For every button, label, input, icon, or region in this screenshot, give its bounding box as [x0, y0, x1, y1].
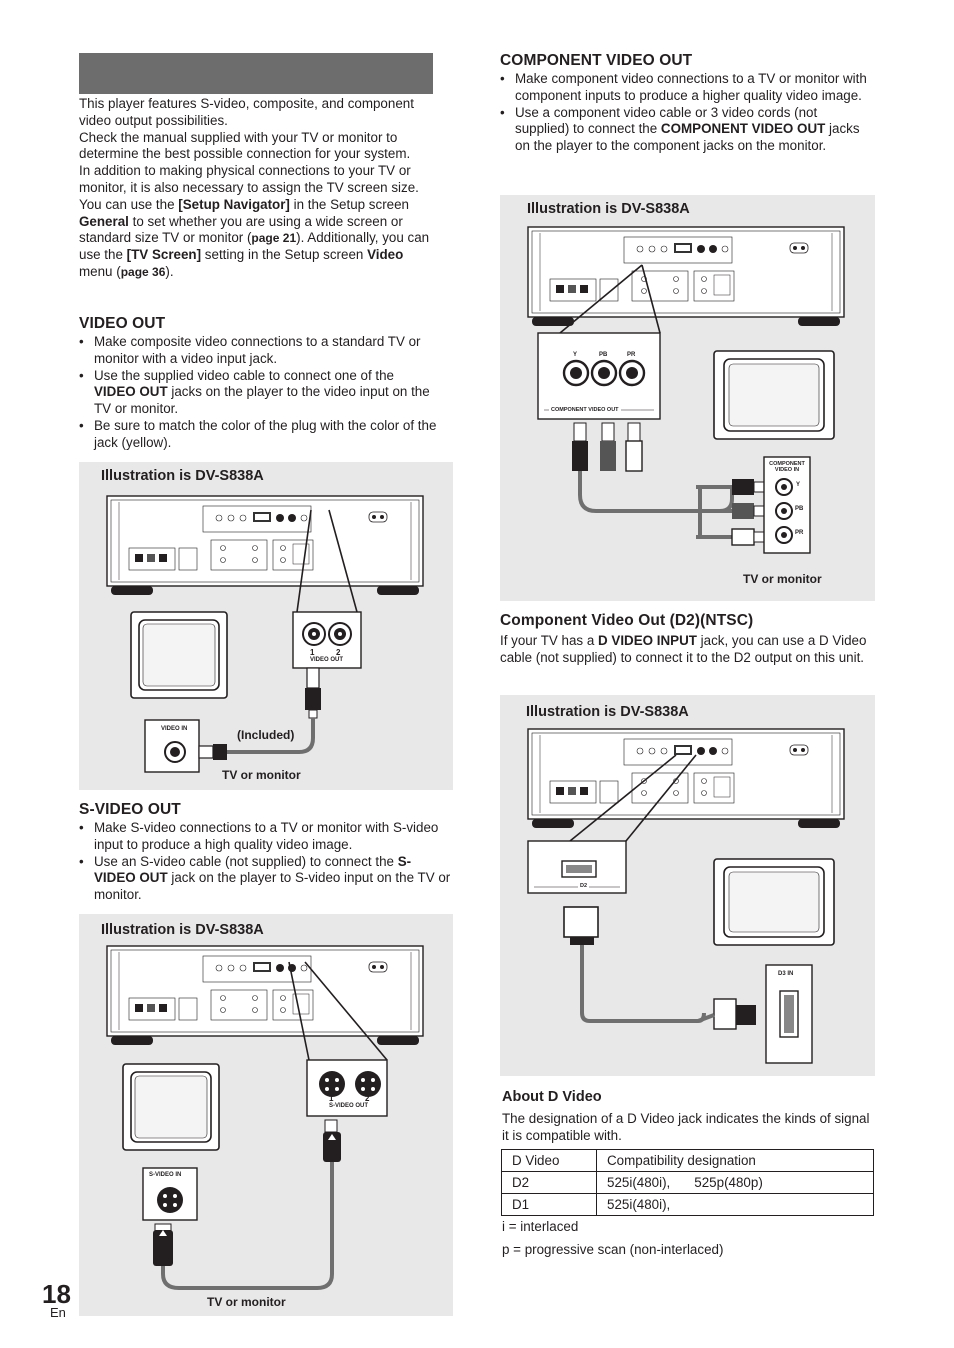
component-in-jack-label: COMPONENT VIDEO IN	[769, 461, 805, 473]
intro-paragraph-2: Check the manual supplied with your TV o…	[79, 129, 411, 162]
video-out-illustration: Illustration is DV-S838A 1 2 VIDEO OUT V…	[79, 462, 453, 790]
jack-number-2: 2	[365, 1094, 370, 1103]
jack-number-1: 1	[310, 648, 315, 657]
intro-paragraph-3: In addition to making physical connectio…	[79, 163, 430, 279]
illustration-title: Illustration is DV-S838A	[101, 468, 264, 484]
svideo-out-diagram	[106, 945, 424, 1290]
video-out-jack-label: VIDEO OUT	[310, 657, 344, 663]
jack-number-2: 2	[336, 648, 341, 657]
tv-or-monitor-label: TV or monitor	[207, 1295, 286, 1309]
jack-y-label: Y	[573, 352, 578, 358]
about-d-video-paragraph: The designation of a D Video jack indica…	[502, 1111, 870, 1143]
table-row: D2 525i(480i),525p(480p)	[501, 1171, 874, 1194]
interlaced-note: i = interlaced	[502, 1219, 579, 1234]
svideo-out-illustration: Illustration is DV-S838A 1 2 S-VIDEO OUT…	[79, 914, 453, 1316]
svideo-in-jack-label: S-VIDEO IN	[149, 1172, 182, 1178]
d3-in-jack-label: D3 IN	[778, 971, 794, 977]
list-item: Make S-video connections to a TV or moni…	[79, 820, 451, 854]
intro-paragraph-1: This player features S-video, composite,…	[79, 96, 414, 128]
page-number: 18	[42, 1279, 71, 1309]
table-cell: 525i(480i),525p(480p)	[596, 1171, 874, 1194]
tv-pr-label: PR	[795, 530, 804, 536]
section-header-bar	[79, 53, 433, 94]
intro-text: This player features S-video, composite,…	[79, 96, 439, 281]
video-in-jack-label: VIDEO IN	[161, 726, 188, 732]
svideo-out-bullets: Make S-video connections to a TV or moni…	[79, 820, 451, 904]
list-item: Make composite video connections to a st…	[79, 334, 439, 368]
video-out-diagram	[106, 495, 424, 773]
jack-pb-label: PB	[599, 352, 608, 358]
table-header-cell: Compatibility designation	[596, 1149, 874, 1172]
d2-illustration: Illustration is DV-S838A D2 D3 IN	[500, 695, 875, 1076]
illustration-title: Illustration is DV-S838A	[101, 922, 264, 938]
tv-or-monitor-label: TV or monitor	[222, 768, 301, 782]
illustration-title: Illustration is DV-S838A	[526, 704, 689, 720]
component-out-illustration: Illustration is DV-S838A	[500, 195, 875, 601]
list-item: Use a component video cable or 3 video c…	[500, 105, 872, 155]
table-cell: 525i(480i),	[596, 1193, 874, 1216]
progressive-note: p = progressive scan (non-interlaced)	[502, 1242, 724, 1257]
page-language: En	[50, 1305, 66, 1320]
jack-pr-label: PR	[627, 352, 636, 358]
included-label: (Included)	[237, 728, 295, 742]
table-cell: D1	[501, 1193, 597, 1216]
list-item: Be sure to match the color of the plug w…	[79, 418, 439, 452]
d2-diagram	[527, 728, 845, 1064]
about-d-video-heading: About D Video	[502, 1089, 602, 1105]
list-item: Use an S-video cable (not supplied) to c…	[79, 854, 451, 904]
svideo-out-heading: S-VIDEO OUT	[79, 801, 181, 818]
d2-paragraph: If your TV has a D VIDEO INPUT jack, you…	[500, 633, 867, 665]
video-out-bullets: Make composite video connections to a st…	[79, 334, 439, 452]
component-out-jack-label: COMPONENT VIDEO OUT	[549, 407, 621, 413]
component-out-heading: COMPONENT VIDEO OUT	[500, 52, 693, 69]
svideo-out-jack-label: S-VIDEO OUT	[329, 1103, 369, 1109]
tv-or-monitor-label: TV or monitor	[743, 572, 822, 586]
video-out-heading: VIDEO OUT	[79, 315, 166, 332]
table-header-cell: D Video	[501, 1149, 597, 1172]
d-video-table: D Video Compatibility designation D2 525…	[501, 1149, 874, 1216]
tv-y-label: Y	[796, 482, 801, 488]
tv-pb-label: PB	[795, 506, 804, 512]
list-item: Use the supplied video cable to connect …	[79, 368, 439, 418]
table-row: D Video Compatibility designation	[501, 1149, 874, 1172]
d2-jack-label: D2	[578, 883, 590, 889]
component-out-bullets: Make component video connections to a TV…	[500, 71, 872, 155]
component-out-diagram	[527, 226, 845, 554]
jack-number-1: 1	[329, 1094, 334, 1103]
list-item: Make component video connections to a TV…	[500, 71, 872, 105]
table-cell: D2	[501, 1171, 597, 1194]
d2-heading: Component Video Out (D2)(NTSC)	[500, 612, 754, 629]
illustration-title: Illustration is DV-S838A	[527, 201, 690, 217]
table-row: D1 525i(480i),	[501, 1193, 874, 1216]
